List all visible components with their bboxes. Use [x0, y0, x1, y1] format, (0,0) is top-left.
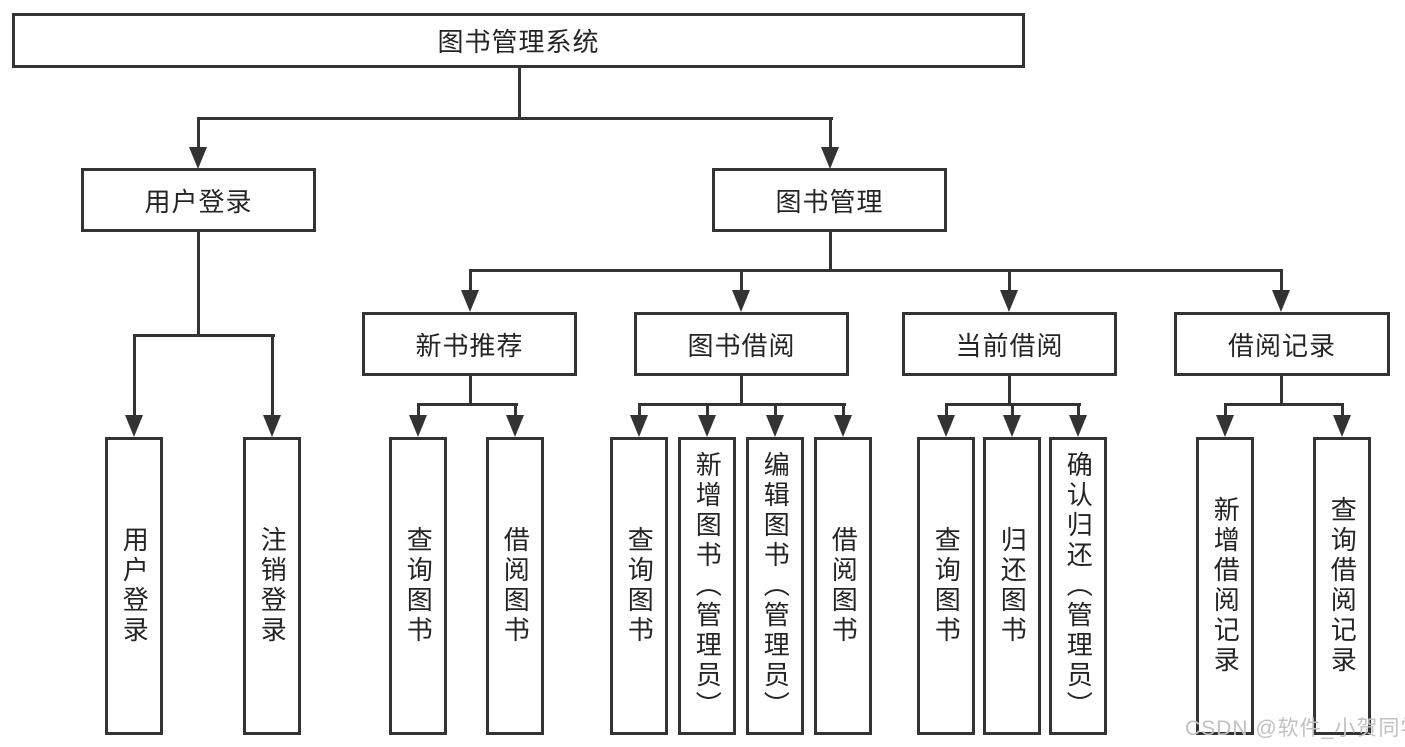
node-borrow-records-label: 借阅记录 — [1227, 330, 1336, 361]
connector-section-trunk — [740, 374, 743, 406]
connector-book-management-trunk — [829, 230, 832, 271]
connector-stem-leaf — [945, 403, 948, 417]
node-new-book-recommend-label: 新书推荐 — [415, 330, 524, 361]
leaf-add-books-admin-label: 新增图书（管理员） — [692, 451, 723, 721]
arrow-down-icon — [732, 290, 750, 312]
connector-level2-split — [197, 117, 833, 120]
node-current-borrow: 当前借阅 — [902, 312, 1117, 376]
connector-stem-leaf — [774, 403, 777, 417]
connector-section-trunk — [1280, 374, 1283, 406]
arrow-down-icon — [1069, 415, 1087, 437]
connector-user-login-split — [133, 334, 275, 337]
leaf-edit-books-admin-label: 编辑图书（管理员） — [760, 451, 791, 721]
leaf-query-books-3: 查询图书 — [917, 437, 975, 735]
arrow-down-icon — [834, 415, 852, 437]
leaf-return-books-label: 归还图书 — [997, 526, 1028, 646]
arrow-down-icon — [409, 415, 427, 437]
connector-stem-leaf — [133, 334, 136, 417]
leaf-add-borrow-record: 新增借阅记录 — [1196, 437, 1254, 735]
connector-stem-section — [469, 269, 472, 291]
connector-section-trunk — [469, 374, 472, 406]
arrow-down-icon — [1000, 290, 1018, 312]
leaf-query-books-2: 查询图书 — [610, 437, 668, 735]
connector-stem-leaf — [1224, 403, 1227, 417]
leaf-add-borrow-record-label: 新增借阅记录 — [1210, 496, 1241, 676]
connector-stem-leaf — [514, 403, 517, 417]
leaf-query-books-1: 查询图书 — [389, 437, 447, 735]
leaf-add-books-admin: 新增图书（管理员） — [678, 437, 736, 735]
arrow-down-icon — [698, 415, 716, 437]
arrow-down-icon — [189, 147, 207, 169]
arrow-down-icon — [1216, 415, 1234, 437]
connector-section-split — [638, 403, 846, 406]
arrow-down-icon — [263, 415, 281, 437]
leaf-user-login: 用户登录 — [105, 437, 163, 735]
connector-stem-leaf — [1341, 403, 1344, 417]
node-book-management-label: 图书管理 — [775, 186, 884, 217]
arrow-down-icon — [1003, 415, 1021, 437]
connector-stem-leaf — [638, 403, 641, 417]
connector-stem-leaf — [1077, 403, 1080, 417]
arrow-down-icon — [630, 415, 648, 437]
node-book-management: 图书管理 — [712, 168, 947, 232]
arrow-down-icon — [1272, 290, 1290, 312]
node-user-login: 用户登录 — [81, 168, 316, 232]
arrow-down-icon — [937, 415, 955, 437]
connector-user-login-trunk — [197, 230, 200, 337]
csdn-watermark: CSDN @软件_小贺同学 — [1185, 717, 1405, 740]
node-user-login-label: 用户登录 — [144, 186, 253, 217]
node-current-borrow-label: 当前借阅 — [955, 330, 1064, 361]
leaf-borrow-books-1-label: 借阅图书 — [500, 526, 531, 646]
connector-section-split — [417, 403, 518, 406]
leaf-query-borrow-record-label: 查询借阅记录 — [1327, 496, 1358, 676]
connector-stem-section — [1008, 269, 1011, 291]
connector-stem-book-management — [829, 117, 832, 149]
node-book-borrow-label: 图书借阅 — [687, 330, 796, 361]
connector-stem-leaf — [842, 403, 845, 417]
leaf-logout-label: 注销登录 — [257, 526, 288, 646]
node-borrow-records: 借阅记录 — [1174, 312, 1390, 376]
leaf-edit-books-admin: 编辑图书（管理员） — [746, 437, 804, 735]
node-new-book-recommend: 新书推荐 — [362, 312, 577, 376]
connector-stem-user-login — [197, 117, 200, 149]
connector-level3-split — [469, 269, 1283, 272]
arrow-down-icon — [461, 290, 479, 312]
node-root-label: 图书管理系统 — [437, 27, 600, 57]
leaf-user-login-label: 用户登录 — [119, 526, 150, 646]
arrow-down-icon — [506, 415, 524, 437]
leaf-confirm-return-admin-label: 确认归还（管理员） — [1063, 451, 1094, 721]
leaf-query-books-2-label: 查询图书 — [624, 526, 655, 646]
arrow-down-icon — [766, 415, 784, 437]
connector-stem-section — [1280, 269, 1283, 291]
connector-root-trunk — [518, 66, 521, 119]
connector-stem-leaf — [417, 403, 420, 417]
leaf-confirm-return-admin: 确认归还（管理员） — [1049, 437, 1107, 735]
leaf-return-books: 归还图书 — [983, 437, 1041, 735]
connector-stem-leaf — [271, 334, 274, 417]
arrow-down-icon — [125, 415, 143, 437]
node-root: 图书管理系统 — [12, 13, 1025, 68]
leaf-query-books-1-label: 查询图书 — [403, 526, 434, 646]
connector-stem-section — [740, 269, 743, 291]
leaf-query-borrow-record: 查询借阅记录 — [1313, 437, 1371, 735]
leaf-logout: 注销登录 — [243, 437, 301, 735]
connector-section-split — [1224, 403, 1344, 406]
leaf-borrow-books-2-label: 借阅图书 — [828, 526, 859, 646]
leaf-query-books-3-label: 查询图书 — [931, 526, 962, 646]
arrow-down-icon — [1333, 415, 1351, 437]
leaf-borrow-books-2: 借阅图书 — [814, 437, 872, 735]
connector-section-trunk — [1008, 374, 1011, 406]
node-book-borrow: 图书借阅 — [634, 312, 849, 376]
connector-stem-leaf — [1011, 403, 1014, 417]
connector-stem-leaf — [706, 403, 709, 417]
arrow-down-icon — [821, 147, 839, 169]
leaf-borrow-books-1: 借阅图书 — [486, 437, 544, 735]
